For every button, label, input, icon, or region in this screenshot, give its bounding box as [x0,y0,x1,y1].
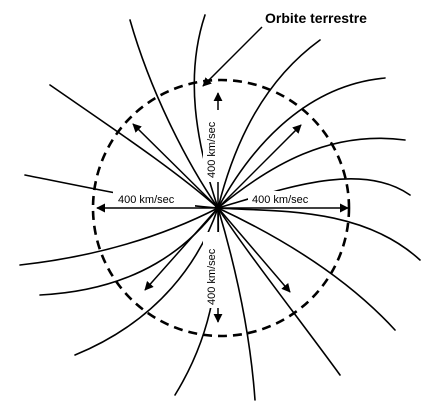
label-down-background [203,232,219,308]
label-left-background [113,191,195,207]
spiral-line [217,77,386,209]
spiral-line [193,14,219,209]
spiral-line [39,207,219,296]
spiral-field-lines [19,14,421,401]
arrow-lower-right [218,208,291,293]
sun-center-dot [214,204,222,212]
spiral-line [217,137,406,209]
orbit-pointer-arrow [202,26,263,87]
arrow-lower-left [144,208,218,291]
speed-label-right: 400 km/sec [252,194,309,206]
spiral-line [217,207,256,401]
earth-orbit-circle [91,78,351,338]
velocity-arrows [96,26,349,323]
spiral-line [217,207,396,331]
speed-label-down: 400 km/sec [206,248,218,305]
spiral-line [129,19,219,209]
spiral-line [217,39,321,209]
spiral-line [217,178,411,209]
arrow-upper-left [132,123,218,208]
speed-label-left: 400 km/sec [118,194,175,206]
label-up-background [203,110,219,182]
speed-label-up: 400 km/sec [206,121,218,178]
spiral-line [217,207,421,261]
orbit-title: Orbite terrestre [265,10,367,26]
label-right-background [248,191,326,207]
spiral-line [49,84,219,209]
spiral-line [217,207,341,376]
spiral-line [19,207,219,266]
spiral-line [74,207,219,356]
arrow-upper-right [218,124,302,208]
